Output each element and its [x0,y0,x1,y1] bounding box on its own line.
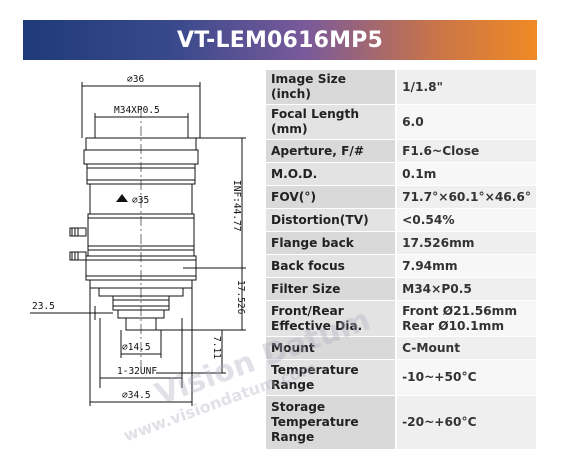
spec-label: Image Size (inch) [266,70,398,105]
spec-label: Flange back [266,231,398,255]
spec-value: 0.1m [396,162,536,186]
spec-row: Distortion(TV)<0.54% [266,208,536,232]
spec-row: M.O.D.0.1m [266,162,536,186]
spec-row: Front/Rear Effective Dia.Front Ø21.56mm … [266,300,536,337]
dim-inf-length: INF:44.77 [231,180,242,231]
spec-table: Image Size (inch)1/1.8"Focal Length (mm)… [266,70,536,450]
dim-mount-thread: 1-32UNF [117,366,157,377]
spec-row: FOV(°)71.7°×60.1°×46.6° [266,185,536,209]
spec-value: 1/1.8" [396,70,536,105]
dim-rear-protrusion: 7.11 [211,336,222,359]
lens-drawing-svg: ⌀36 M34XP0.5 ⌀35 INF:44.77 17.526 23.5 ⌀… [30,74,246,406]
spec-label: Mount [266,336,398,360]
dim-rear-diameter: ⌀14.5 [122,342,151,353]
spec-value: 7.94mm [396,254,536,278]
spec-label: Focal Length (mm) [266,104,398,140]
spec-value: -20~+60°C [396,395,536,450]
spec-row: Temperature Range-10~+50°C [266,359,536,396]
spec-value: M34×P0.5 [396,277,536,301]
lens-technical-drawing: ⌀36 M34XP0.5 ⌀35 INF:44.77 17.526 23.5 ⌀… [0,68,266,458]
dim-filter-thread: M34XP0.5 [114,105,160,116]
product-title: VT-LEM0616MP5 [176,27,384,53]
spec-label: Distortion(TV) [266,208,398,232]
spec-value: 17.526mm [396,231,536,255]
dim-flange-back: 17.526 [235,280,246,315]
spec-value: F1.6~Close [396,139,536,163]
dim-front-diameter: ⌀36 [127,74,144,85]
spec-value: C-Mount [396,336,536,360]
dim-base-diameter: ⌀34.5 [122,390,151,401]
spec-table-body: Image Size (inch)1/1.8"Focal Length (mm)… [266,70,536,450]
spec-value: <0.54% [396,208,536,232]
spec-label: FOV(°) [266,185,398,209]
dim-left-offset: 23.5 [32,301,55,312]
spec-label: Storage Temperature Range [266,395,398,450]
spec-row: Aperture, F/#F1.6~Close [266,139,536,163]
spec-value: 6.0 [396,104,536,140]
dim-ring-diameter: ⌀35 [132,195,149,206]
spec-value: -10~+50°C [396,359,536,396]
spec-label: Front/Rear Effective Dia. [266,300,398,337]
spec-label: Temperature Range [266,359,398,396]
spec-label: M.O.D. [266,162,398,186]
spec-value: 71.7°×60.1°×46.6° [396,185,536,209]
spec-label: Back focus [266,254,398,278]
spec-row: Image Size (inch)1/1.8" [266,70,536,105]
spec-label: Aperture, F/# [266,139,398,163]
spec-label: Filter Size [266,277,398,301]
spec-value: Front Ø21.56mm Rear Ø10.1mm [396,300,536,337]
spec-row: Storage Temperature Range-20~+60°C [266,395,536,450]
title-banner: VT-LEM0616MP5 [23,20,537,60]
spec-row: Focal Length (mm)6.0 [266,104,536,140]
